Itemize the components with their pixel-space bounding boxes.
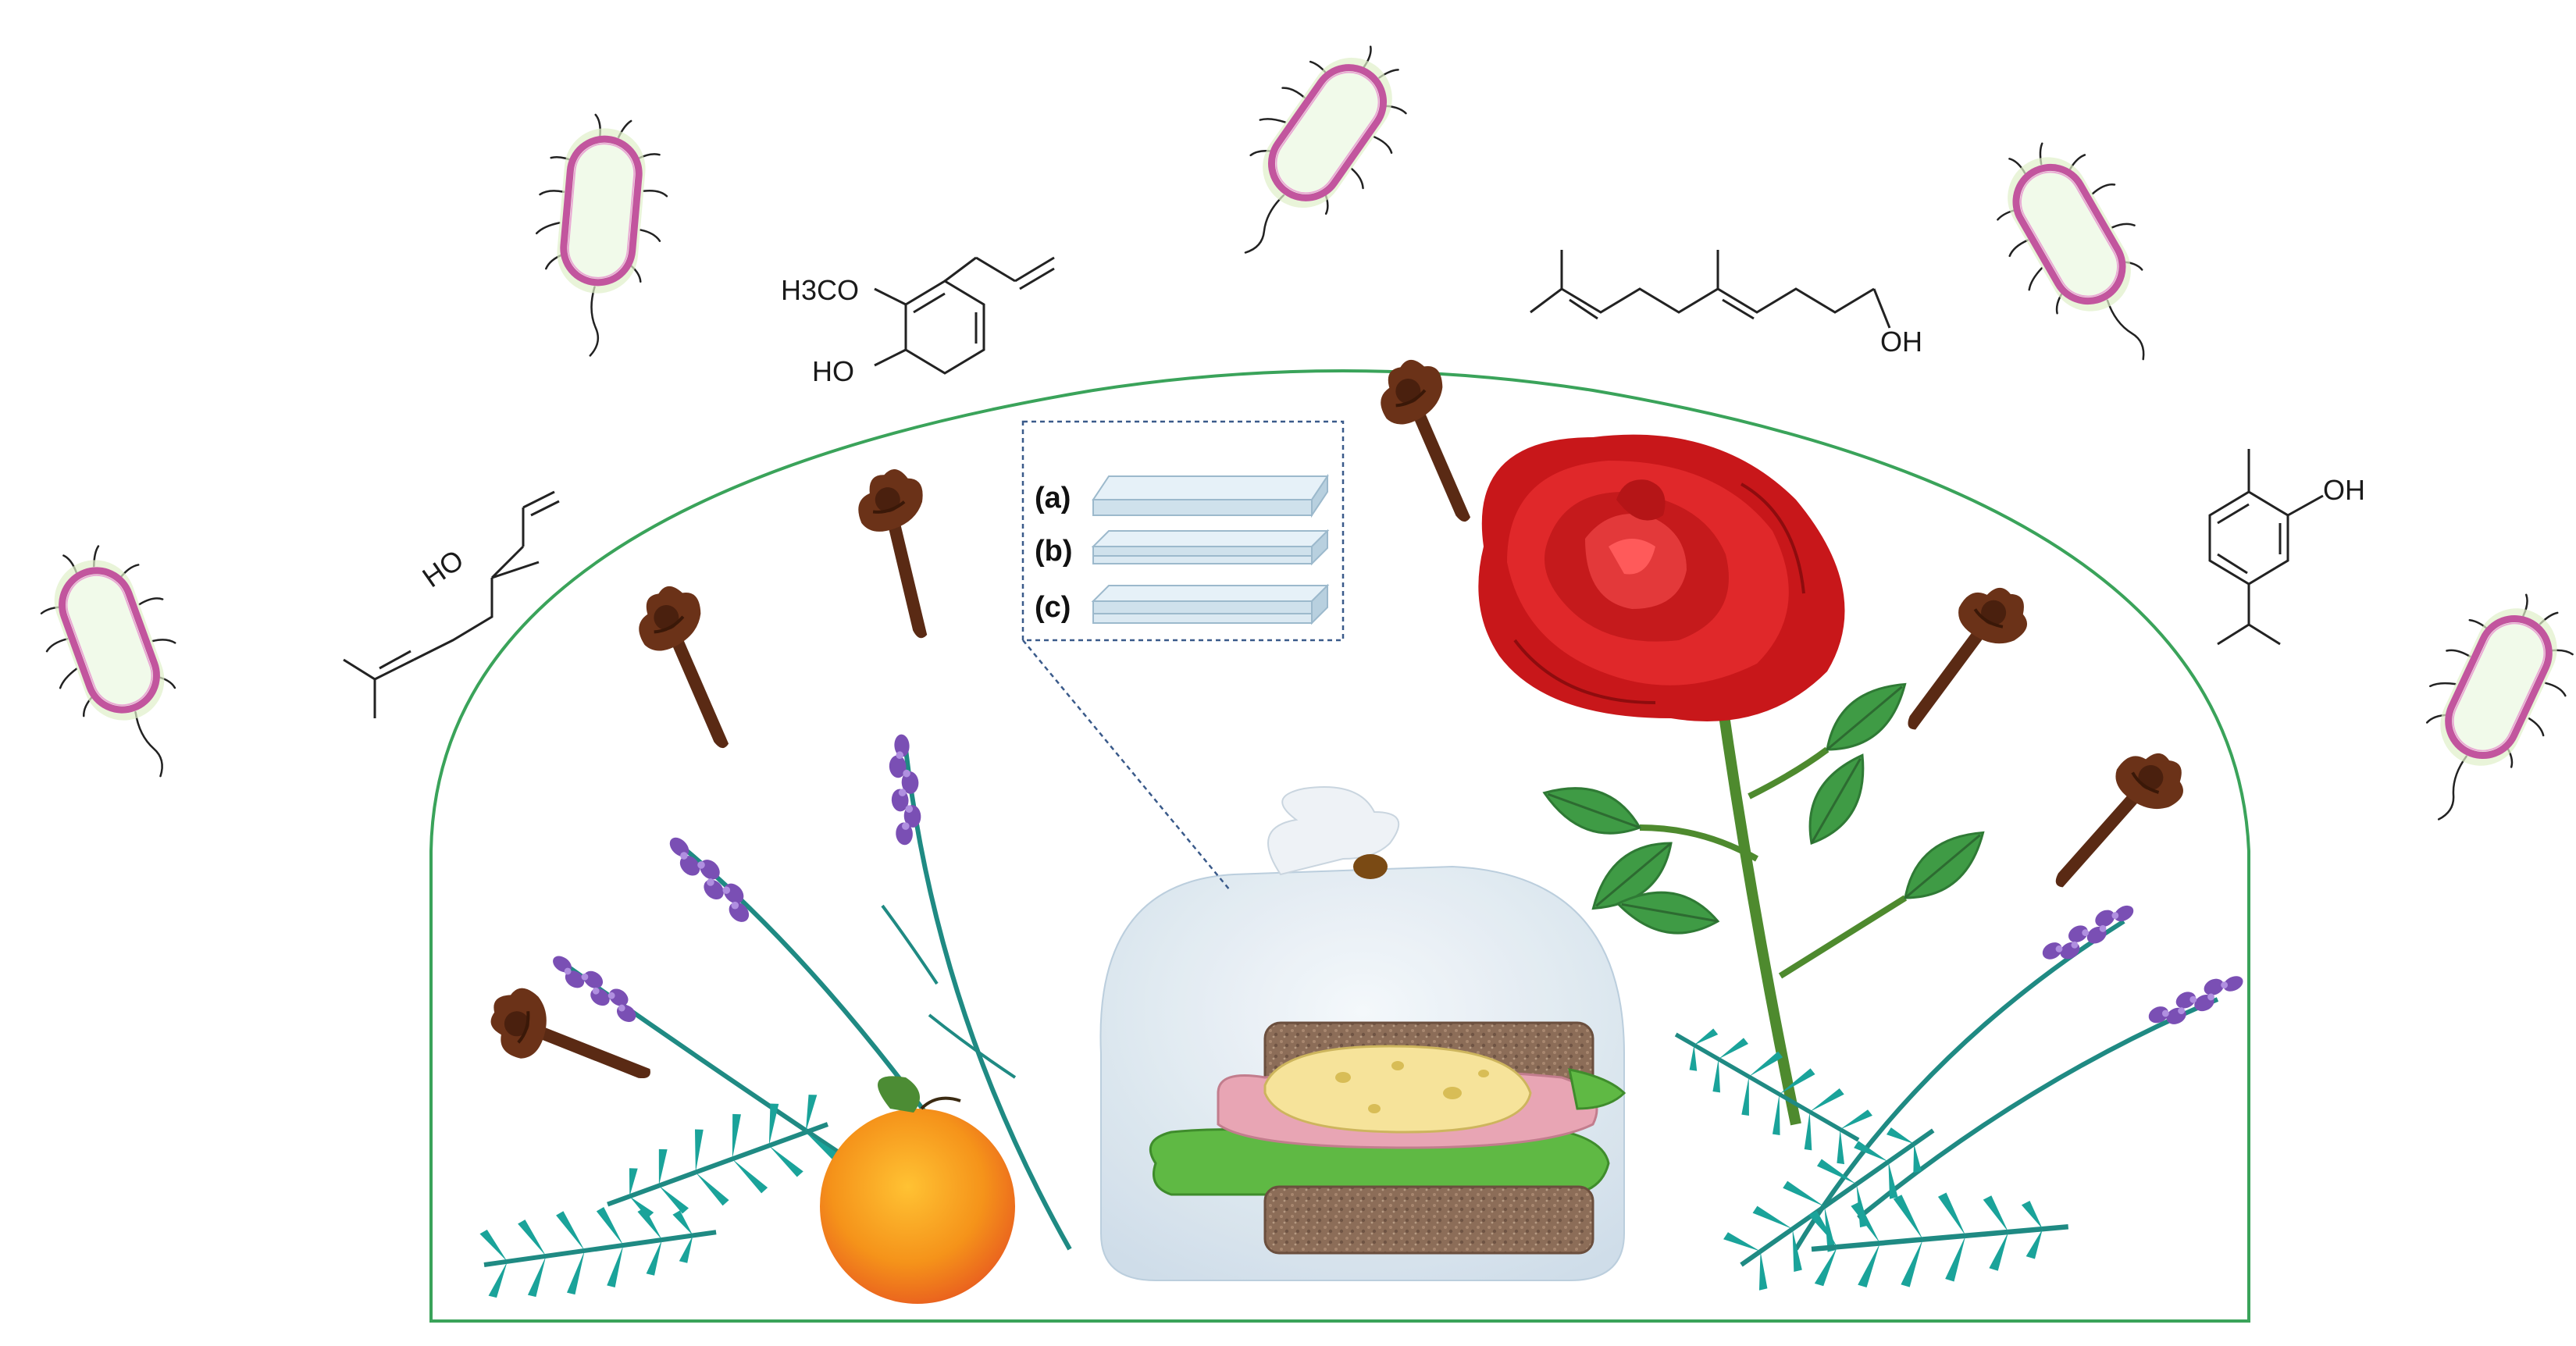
- bacterium-icon: [1193, 19, 1434, 288]
- clove-icon: [1884, 570, 2041, 752]
- thymol-hydroxy-label: OH: [2323, 474, 2365, 506]
- film-layer-b: [1091, 529, 1330, 566]
- rosemary-icon: [1808, 1180, 2072, 1295]
- bacterium-icon: [18, 529, 219, 798]
- film-layer-c: [1091, 583, 1330, 625]
- bacterium-icon: [1968, 119, 2197, 391]
- inset-label-a: (a): [1035, 482, 1071, 515]
- lavender-flower-icon: [546, 947, 644, 1027]
- orange-icon: [820, 1076, 1015, 1304]
- film-layer-a: [1092, 473, 1329, 518]
- bacterium-icon: [526, 110, 673, 361]
- rose-leaf-icon: [1891, 816, 1997, 914]
- geraniol-hydroxy-label: OH: [1880, 326, 1922, 358]
- rose-icon: [1478, 434, 1845, 721]
- eugenol-hydroxy-label: HO: [812, 355, 854, 387]
- dome-outline: [429, 369, 2250, 1323]
- inset-label-c: (c): [1035, 591, 1071, 624]
- eugenol-methoxy-label: H3CO: [781, 274, 859, 306]
- rose-leaf-icon: [1813, 668, 1919, 766]
- lavender-right: [1794, 919, 2219, 1251]
- clove-icon: [478, 978, 665, 1104]
- clove-icon: [848, 461, 961, 647]
- clove-icon: [2033, 734, 2198, 912]
- inset-label-b: (b): [1035, 535, 1073, 568]
- rosemary-icon: [593, 1084, 843, 1244]
- sandwich-icon: [1149, 1021, 1626, 1255]
- lavender-flower-icon: [2038, 897, 2140, 970]
- bacterium-icon: [2381, 575, 2576, 846]
- linalool-structure: [343, 490, 560, 718]
- rose-leaf-icon: [1536, 773, 1648, 847]
- linalool-hydroxy-label: HO: [416, 543, 469, 594]
- rose-stem: [1639, 671, 1908, 1126]
- rosemary-icon: [1657, 1002, 1877, 1173]
- film-inset: (a) (b) (c): [1021, 420, 1345, 891]
- lavender-flower-icon: [661, 829, 760, 928]
- thymol-structure: [2208, 449, 2324, 646]
- clove-icon: [624, 575, 761, 762]
- eugenol-structure: [874, 256, 1055, 375]
- geraniol-structure: [1530, 250, 1891, 329]
